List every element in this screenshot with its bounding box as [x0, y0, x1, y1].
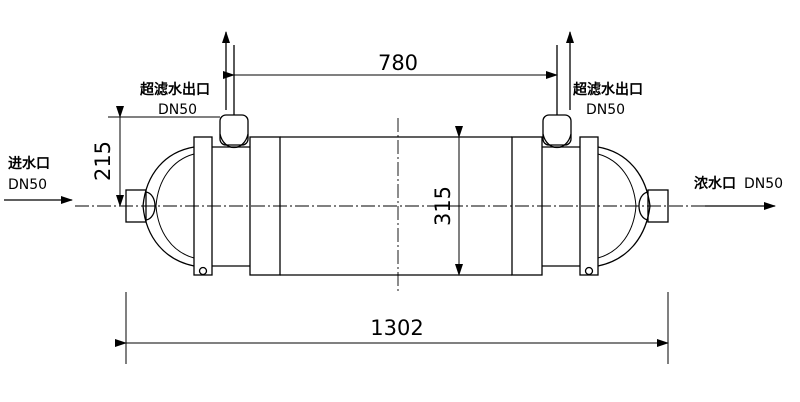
dimension-1302-label: 1302: [370, 316, 423, 340]
dimension-port-spacing: 780: [223, 51, 558, 79]
inlet-nozzle: [125, 189, 156, 223]
right-end-cap: [511, 136, 651, 276]
dimension-780-label: 780: [378, 51, 418, 75]
inlet-label-size: DN50: [8, 177, 47, 193]
permeate-outlet-nozzle-left: [219, 45, 249, 149]
outlet-right-label-size: DN50: [586, 102, 625, 118]
dimension-overall-length: 1302: [115, 292, 669, 364]
dimension-flange-height: 215: [91, 106, 220, 207]
concentrate-label: 浓水口 DN50: [694, 175, 783, 192]
outlet-right-label-name: 超滤水出口: [572, 81, 643, 98]
permeate-outlet-label-right: 超滤水出口 DN50: [572, 81, 643, 118]
concentrate-label-size: DN50: [744, 176, 783, 192]
dimension-215-label: 215: [91, 141, 115, 181]
inlet-label-name: 进水口: [8, 155, 50, 172]
dimension-315-label: 315: [431, 186, 455, 226]
dimension-shell-diameter: 315: [431, 126, 463, 276]
outlet-left-label-name: 超滤水出口: [139, 81, 210, 98]
outlet-left-label-size: DN50: [158, 102, 197, 118]
permeate-outlet-label-left: 超滤水出口 DN50: [139, 81, 210, 118]
concentrate-nozzle: [638, 189, 669, 223]
permeate-outlet-nozzle-right: [542, 45, 572, 149]
left-end-cap: [142, 136, 281, 276]
shell-body: [280, 136, 512, 276]
concentrate-label-name: 浓水口: [694, 175, 736, 192]
inlet-label: 进水口 DN50: [8, 155, 50, 193]
